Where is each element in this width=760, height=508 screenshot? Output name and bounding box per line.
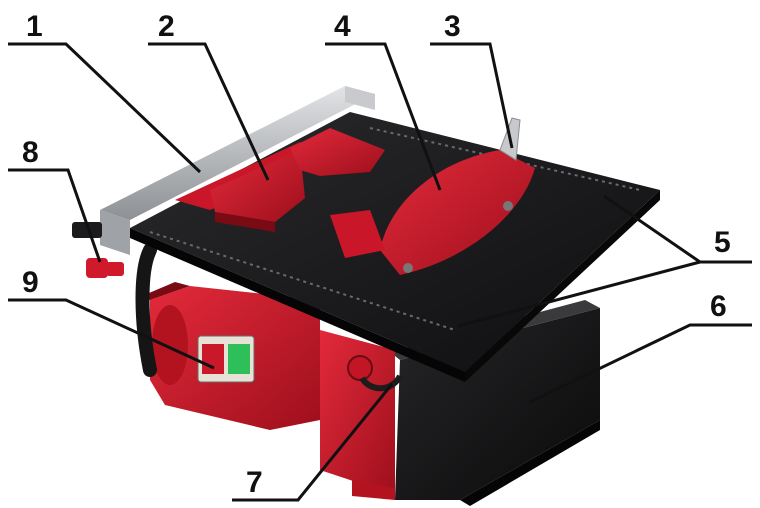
carry-handle bbox=[143, 250, 151, 370]
callout-3: 3 bbox=[444, 10, 461, 43]
callout-9: 9 bbox=[22, 266, 39, 299]
leader-line-3 bbox=[430, 44, 512, 148]
callout-8: 8 bbox=[22, 136, 39, 169]
callout-7: 7 bbox=[246, 466, 263, 499]
callout-5: 5 bbox=[714, 226, 731, 259]
callout-4: 4 bbox=[334, 10, 351, 43]
front-bracket bbox=[320, 330, 400, 500]
callout-2: 2 bbox=[158, 10, 175, 43]
leader-line-8 bbox=[8, 170, 100, 262]
callout-6: 6 bbox=[710, 290, 727, 323]
power-switch bbox=[198, 336, 254, 382]
callout-1: 1 bbox=[26, 10, 43, 43]
